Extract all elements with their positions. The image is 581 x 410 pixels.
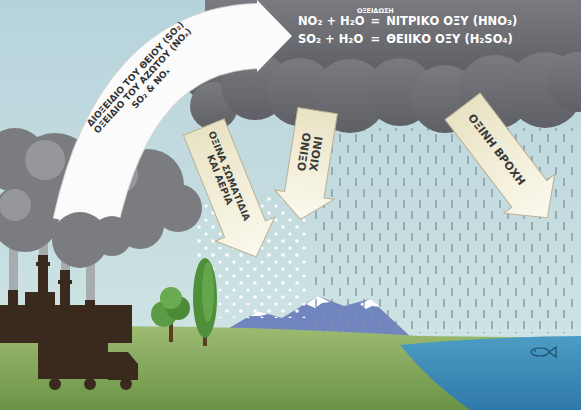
equation-text: = — [371, 15, 381, 28]
equation-text: = — [371, 33, 381, 46]
equation-text: ΘΕΙΙΚΟ ΟΞΥ (H₂SO₄) — [386, 33, 517, 46]
oxidation-note: ΟΞΕΙΔΩΣΗ — [357, 8, 394, 15]
equation-text: NO₂ + H₂O — [298, 15, 365, 28]
equation-text: ΝΙΤΡΙΚΟ ΟΞΥ (HNO₃) — [386, 15, 517, 28]
equation-grid: NO₂ + H₂O = ΝΙΤΡΙΚΟ ΟΞΥ (HNO₃) SO₂ + H₂O = ΘΕ… — [298, 15, 517, 46]
equation-text: SO₂ + H₂O — [298, 33, 365, 46]
